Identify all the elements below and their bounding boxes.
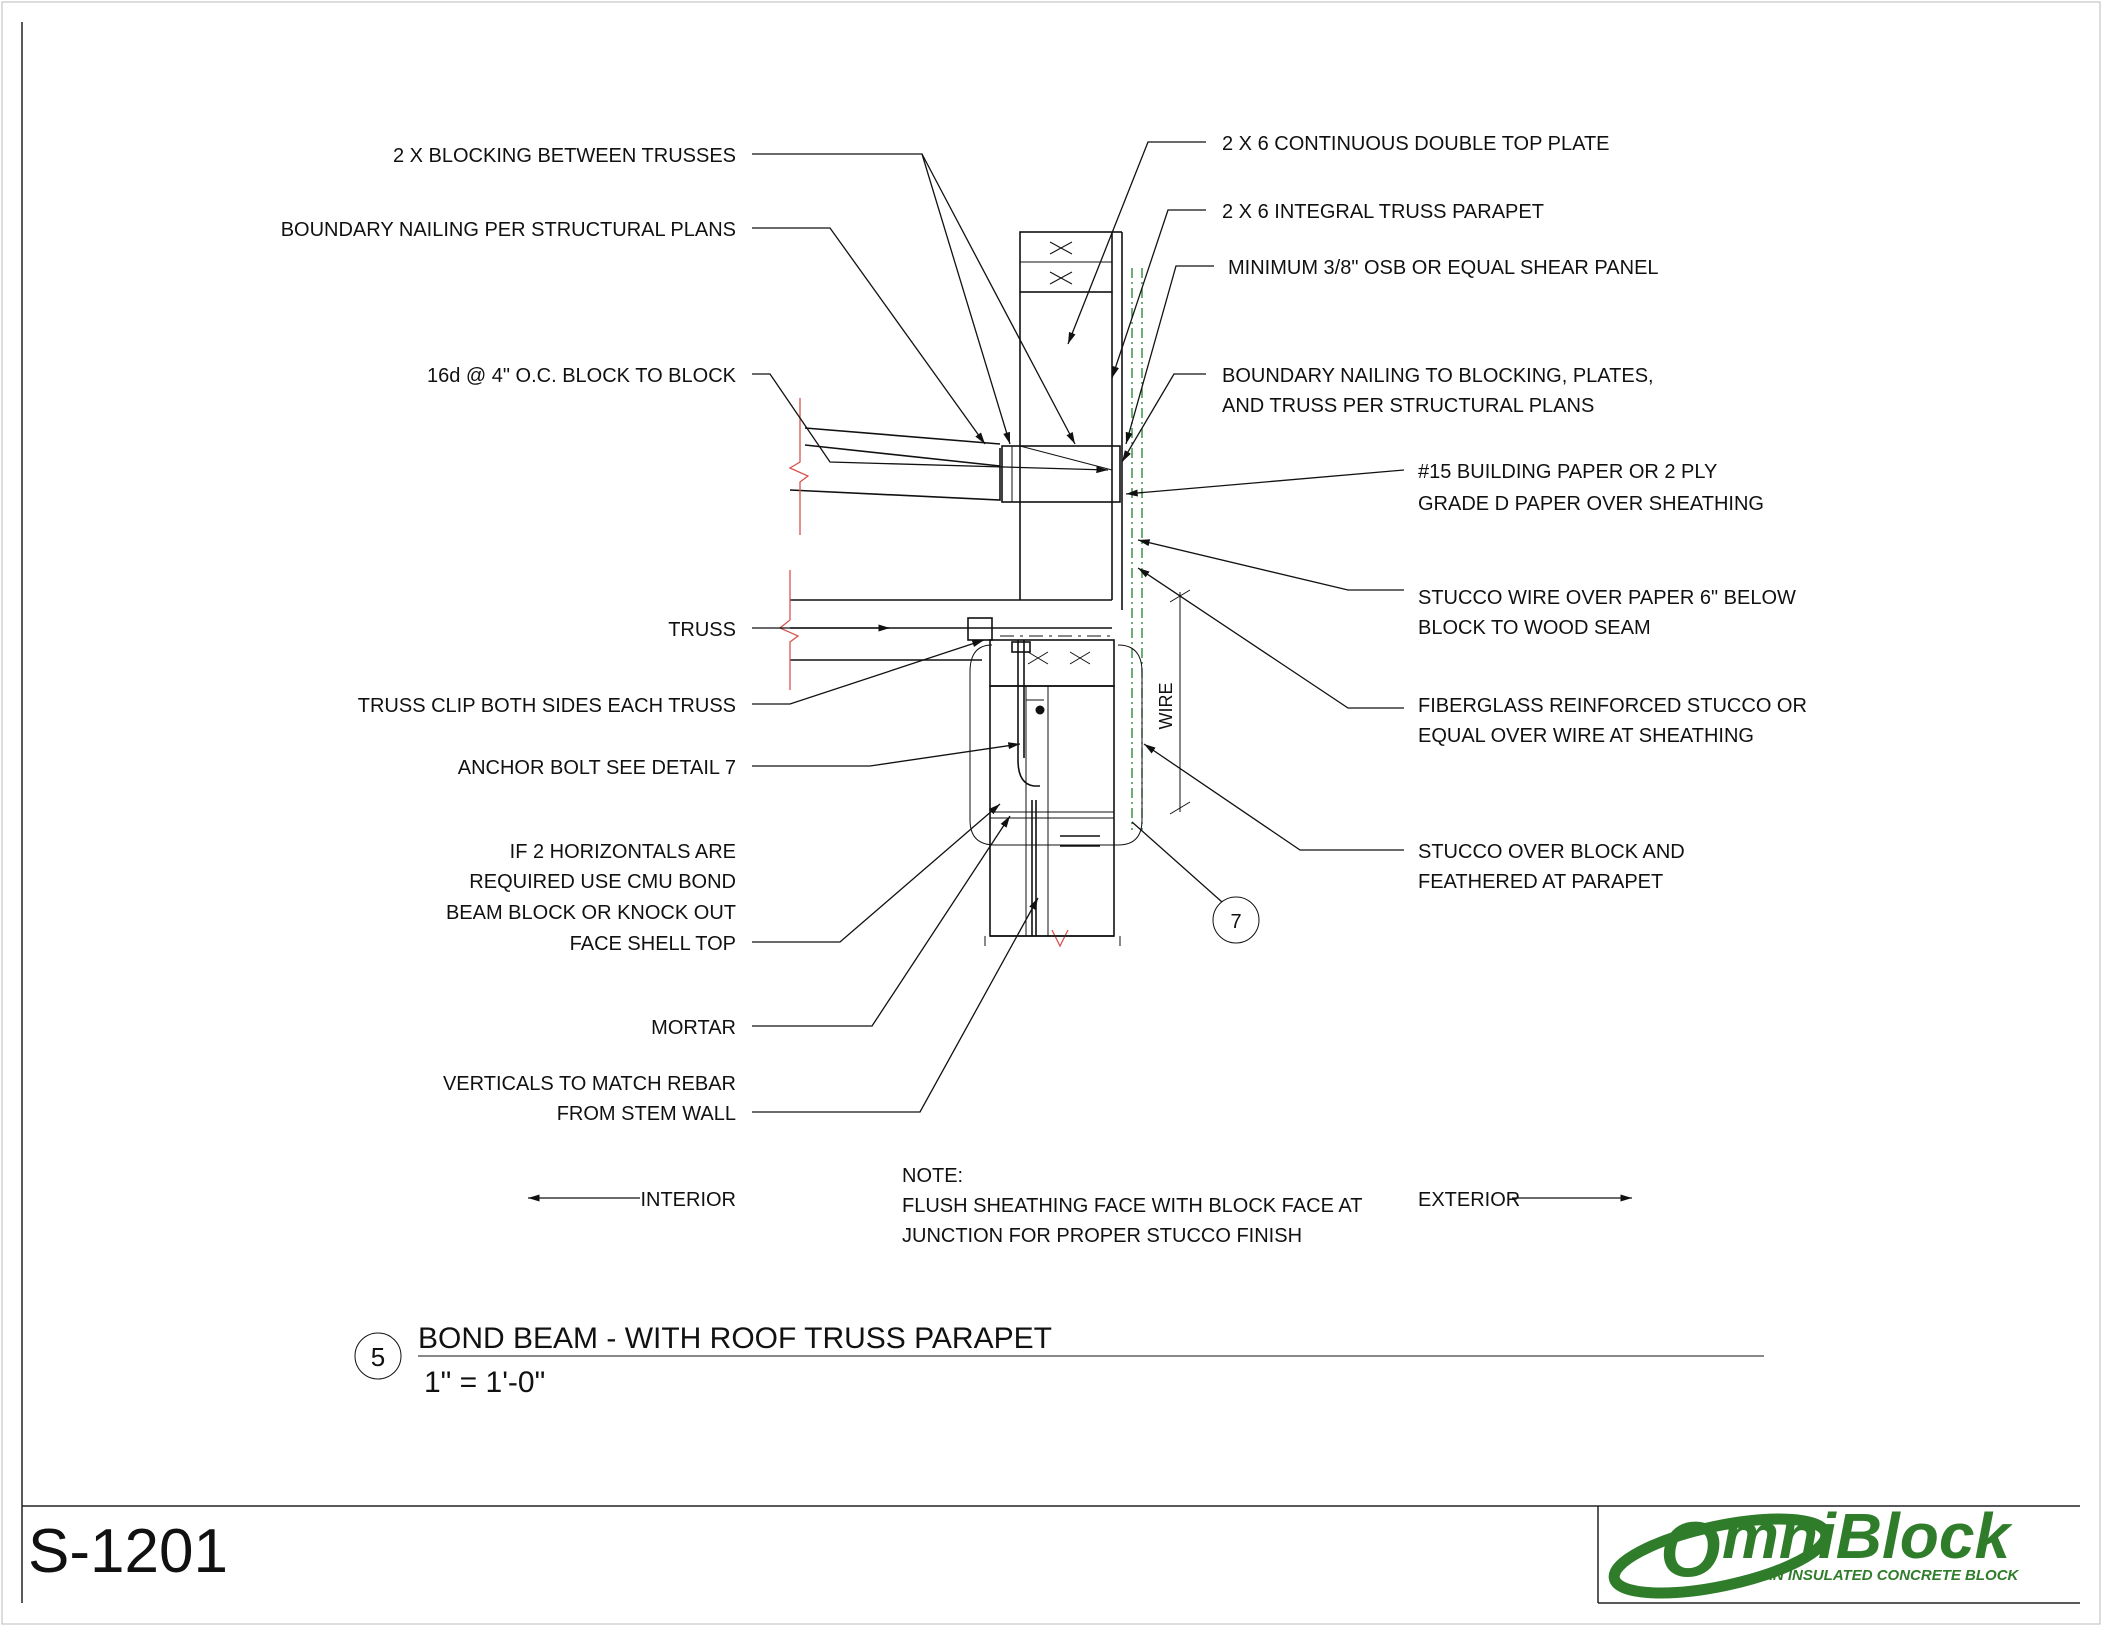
label-building-paper-1: #15 BUILDING PAPER OR 2 PLY [1418, 461, 1717, 483]
omniblock-logo: O mniBlock AN INSULATED CONCRETE BLOCK [1608, 1500, 2020, 1599]
break-line-top [788, 398, 810, 535]
anchor-bolt [1017, 640, 1040, 787]
logo-tagline: AN INSULATED CONCRETE BLOCK [1761, 1567, 2020, 1584]
label-horizontals-3: BEAM BLOCK OR KNOCK OUT [446, 902, 736, 924]
label-building-paper-2: GRADE D PAPER OVER SHEATHING [1418, 493, 1764, 515]
label-truss-parapet: 2 X 6 INTEGRAL TRUSS PARAPET [1222, 201, 1544, 223]
bond-beam-outline [969, 644, 1143, 846]
label-stucco-block-1: STUCCO OVER BLOCK AND [1418, 841, 1685, 863]
detail-callout-7: 7 [1131, 821, 1260, 944]
note-block: NOTE: FLUSH SHEATHING FACE WITH BLOCK FA… [902, 1165, 1362, 1247]
leader-lines [528, 141, 1632, 1202]
label-verticals-1: VERTICALS TO MATCH REBAR [443, 1073, 736, 1095]
detail-title-text: BOND BEAM - WITH ROOF TRUSS PARAPET [418, 1322, 1052, 1355]
rebar-horizontal [1035, 705, 1045, 715]
label-horizontals-4: FACE SHELL TOP [570, 933, 736, 955]
detail-callout-text: 7 [1230, 911, 1241, 933]
note-heading: NOTE: [902, 1165, 963, 1187]
truss-clip [967, 617, 993, 641]
truss-top-chord [804, 427, 1001, 467]
sill-plate [989, 639, 1115, 687]
logo-name: mniBlock [1722, 1500, 2013, 1572]
label-truss-clip: TRUSS CLIP BOTH SIDES EACH TRUSS [358, 695, 736, 717]
logo-swoosh-icon [1608, 1513, 1832, 1599]
label-boundary-nailing-2: AND TRUSS PER STRUCTURAL PLANS [1222, 395, 1594, 417]
cmu-block [989, 685, 1115, 937]
blocking [1001, 445, 1121, 503]
insulation-core [1047, 685, 1115, 937]
right-labels: 2 X 6 CONTINUOUS DOUBLE TOP PLATE 2 X 6 … [1222, 133, 1807, 1211]
label-interior: INTERIOR [640, 1189, 736, 1211]
detail-number: 5 [371, 1342, 385, 1372]
detail-scale: 1" = 1'-0" [424, 1366, 545, 1399]
label-fiberglass-1: FIBERGLASS REINFORCED STUCCO OR [1418, 695, 1807, 717]
label-boundary-nailing-1: BOUNDARY NAILING TO BLOCKING, PLATES, [1222, 365, 1654, 387]
label-stucco-wire-1: STUCCO WIRE OVER PAPER 6" BELOW [1418, 587, 1796, 609]
label-osb: MINIMUM 3/8" OSB OR EQUAL SHEAR PANEL [1228, 257, 1659, 279]
label-top-plate: 2 X 6 CONTINUOUS DOUBLE TOP PLATE [1222, 133, 1610, 155]
sheet-number: S-1201 [28, 1517, 228, 1586]
label-horizontals-2: REQUIRED USE CMU BOND [469, 871, 736, 893]
label-truss: TRUSS [668, 619, 736, 641]
label-anchor-bolt: ANCHOR BOLT SEE DETAIL 7 [458, 757, 736, 779]
wire-label: WIRE [1156, 683, 1176, 730]
label-stucco-wire-2: BLOCK TO WOOD SEAM [1418, 617, 1651, 639]
label-fiberglass-2: EQUAL OVER WIRE AT SHEATHING [1418, 725, 1754, 747]
label-mortar: MORTAR [651, 1017, 736, 1039]
label-stucco-block-2: FEATHERED AT PARAPET [1418, 871, 1663, 893]
label-16d-nailing: 16d @ 4" O.C. BLOCK TO BLOCK [427, 365, 737, 387]
label-blocking: 2 X BLOCKING BETWEEN TRUSSES [393, 145, 736, 167]
detail-title: 5 BOND BEAM - WITH ROOF TRUSS PARAPET 1"… [354, 1322, 1764, 1399]
wire-dimension: WIRE [1156, 589, 1191, 815]
label-exterior: EXTERIOR [1418, 1189, 1520, 1211]
label-boundary-nailing: BOUNDARY NAILING PER STRUCTURAL PLANS [281, 219, 736, 241]
label-verticals-2: FROM STEM WALL [557, 1103, 736, 1125]
break-line-truss [778, 570, 800, 690]
logo-initial: O [1660, 1505, 1721, 1593]
left-labels: 2 X BLOCKING BETWEEN TRUSSES BOUNDARY NA… [281, 145, 737, 1211]
label-horizontals-1: IF 2 HORIZONTALS ARE [510, 841, 736, 863]
note-line-1: FLUSH SHEATHING FACE WITH BLOCK FACE AT [902, 1195, 1362, 1217]
note-line-2: JUNCTION FOR PROPER STUCCO FINISH [902, 1225, 1302, 1247]
section-drawing [778, 231, 1143, 948]
